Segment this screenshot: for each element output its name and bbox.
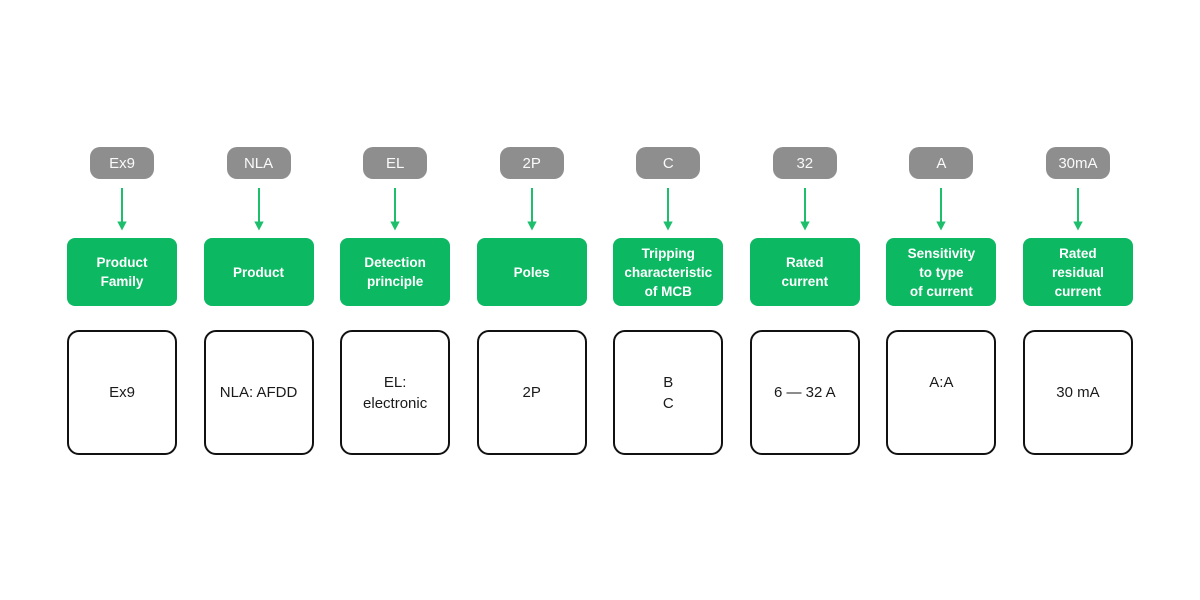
- options-text: Ex9: [109, 384, 135, 401]
- code-text: 30mA: [1058, 154, 1098, 172]
- options-box: B C: [613, 330, 724, 455]
- code-text: C: [662, 154, 674, 172]
- columns-row: Ex9 Product Family Ex9 NLA Produ: [67, 147, 1133, 455]
- code-text: 32: [796, 154, 814, 172]
- down-arrow-icon: [936, 188, 947, 231]
- down-arrow-icon: [390, 188, 400, 231]
- code-text: EL: [385, 154, 405, 172]
- code-pill: 30mA: [1045, 147, 1110, 179]
- options-text: 2P: [522, 384, 541, 401]
- column-product: NLA Product NLA: AFDD: [203, 147, 314, 455]
- options-text: A:A: [929, 374, 954, 391]
- code-pill: Ex9: [90, 147, 154, 179]
- category-box: Detection principle: [340, 238, 451, 306]
- category-label: Product: [233, 264, 285, 280]
- options-box: 2P: [476, 330, 587, 455]
- code-text: NLA: [243, 154, 274, 172]
- column-sensitivity: A Sensitivity to type of current A:A: [886, 147, 997, 455]
- category-label: Detection principle: [364, 255, 426, 289]
- code-pill: 2P: [499, 147, 564, 179]
- category-box: Rated current: [749, 238, 860, 306]
- code-pill: C: [636, 147, 701, 179]
- options-box: 30 mA: [1022, 330, 1133, 455]
- down-arrow-icon: [1073, 188, 1083, 231]
- down-arrow-icon: [253, 188, 264, 231]
- column-poles: 2P Poles 2P: [476, 147, 587, 455]
- category-box: Sensitivity to type of current: [886, 238, 997, 306]
- category-box: Product Family: [67, 238, 177, 306]
- category-label: Tripping characteristic of MCB: [624, 245, 713, 299]
- options-text: EL: electronic: [363, 373, 428, 412]
- column-rated-current: 32 Rated current 6 — 32 A: [749, 147, 860, 455]
- code-pill: EL: [363, 147, 428, 179]
- down-arrow-icon: [800, 188, 810, 231]
- options-text: 30 mA: [1056, 384, 1100, 401]
- down-arrow-icon: [117, 188, 127, 231]
- options-box: 6 — 32 A: [749, 330, 860, 455]
- column-rated-residual-current: 30mA Rated residual current 30 mA: [1022, 147, 1133, 455]
- category-label: Rated residual current: [1052, 245, 1104, 299]
- code-text: A: [936, 154, 947, 172]
- code-pill: A: [909, 147, 974, 179]
- column-detection-principle: EL Detection principle EL: electronic: [340, 147, 451, 455]
- code-text: 2P: [522, 154, 541, 172]
- category-box: Poles: [476, 238, 587, 306]
- options-text: 6 — 32 A: [773, 384, 836, 401]
- options-box: EL: electronic: [340, 330, 451, 455]
- column-tripping-characteristic: C Tripping characteristic of MCB B C: [613, 147, 724, 455]
- code-text: Ex9: [109, 154, 135, 172]
- down-arrow-icon: [663, 188, 673, 231]
- category-box: Rated residual current: [1022, 238, 1133, 306]
- code-pill: 32: [772, 147, 837, 179]
- category-box: Tripping characteristic of MCB: [613, 238, 724, 306]
- options-text: NLA: AFDD: [219, 384, 298, 401]
- options-box: Ex9: [67, 330, 177, 455]
- category-label: Poles: [513, 264, 550, 280]
- column-product-family: Ex9 Product Family Ex9: [67, 147, 177, 455]
- options-text: B C: [662, 373, 674, 412]
- options-box: NLA: AFDD: [203, 330, 314, 455]
- category-label: Rated current: [781, 255, 829, 289]
- category-label: Product Family: [96, 255, 148, 289]
- options-box: A:A: [886, 330, 997, 455]
- category-label: Sensitivity to type of current: [907, 245, 976, 299]
- category-box: Product: [203, 238, 314, 306]
- down-arrow-icon: [526, 188, 537, 231]
- code-pill: NLA: [226, 147, 291, 179]
